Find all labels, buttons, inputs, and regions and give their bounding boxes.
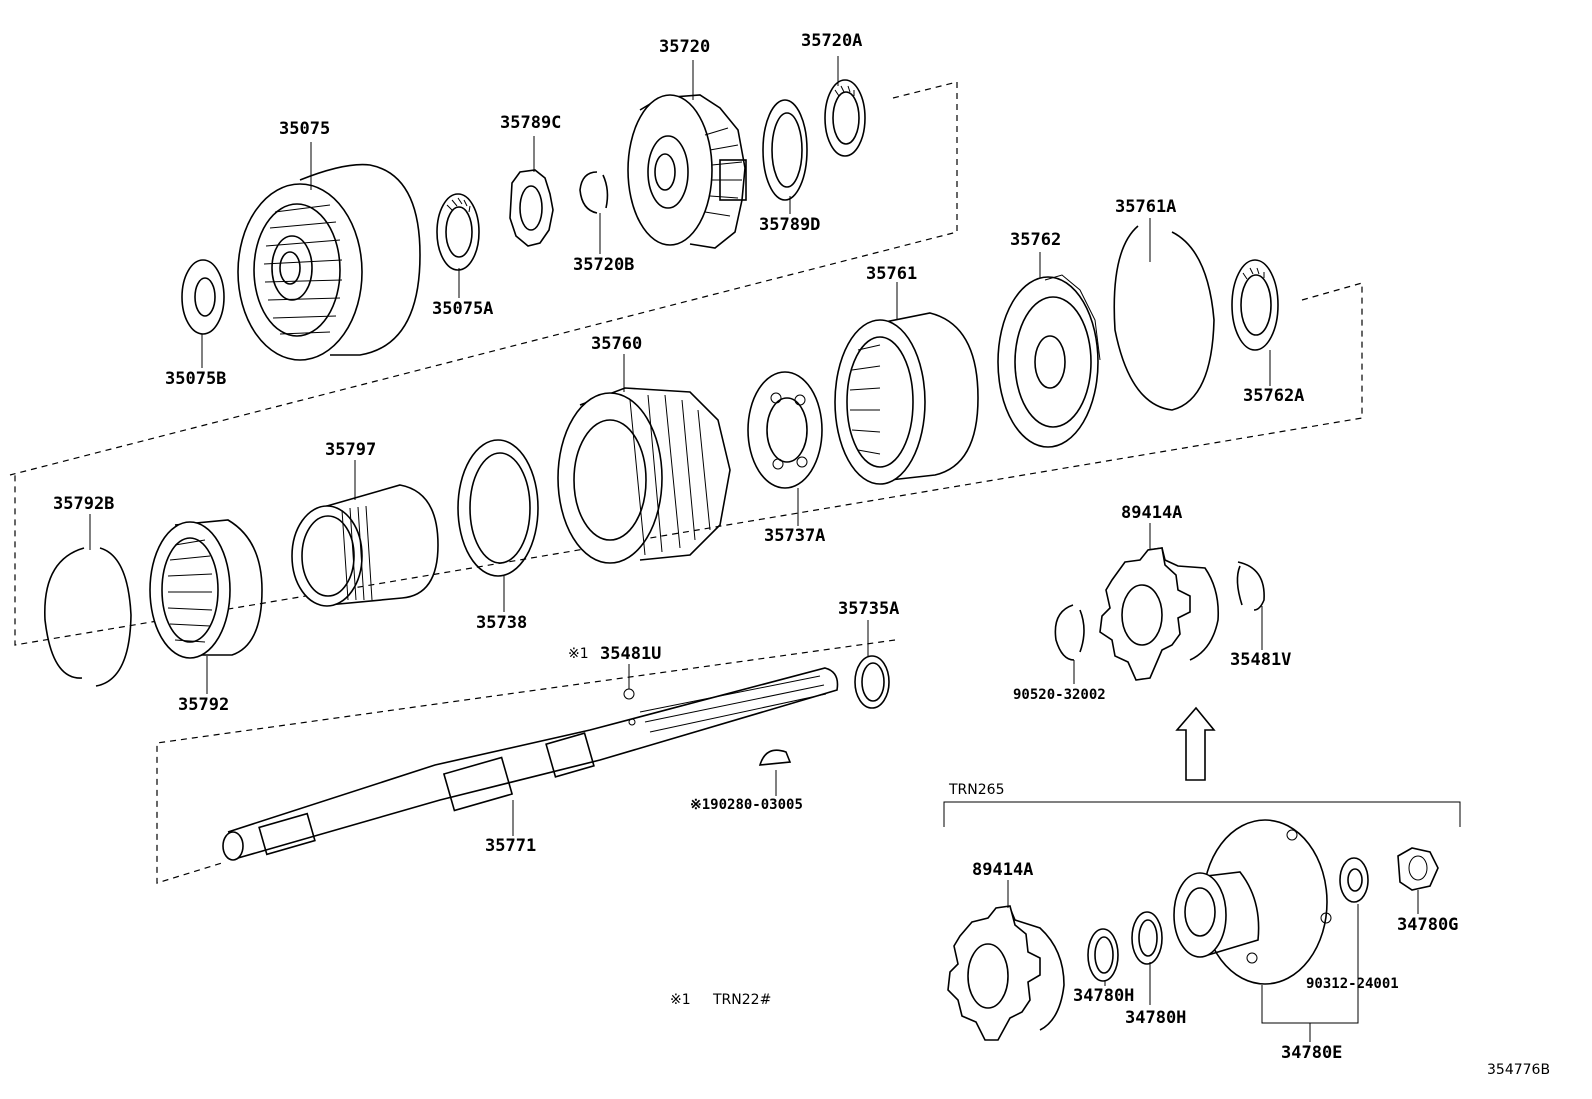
label-35075A[interactable]: 35075A <box>432 299 494 319</box>
label-90280-03005[interactable]: ※190280-03005 <box>690 797 803 813</box>
group-outline-middle <box>14 282 1363 646</box>
group-outline-lower <box>156 639 896 884</box>
label-35737A[interactable]: 35737A <box>764 526 826 546</box>
retaining-ring-icon <box>579 171 609 214</box>
label-trn265: TRN265 <box>949 782 1005 798</box>
sensor-rotor-icon <box>1099 547 1220 681</box>
flange-icon <box>1173 819 1332 985</box>
retainer-plate-icon <box>509 169 554 247</box>
label-89414A-top[interactable]: 89414A <box>1121 503 1183 523</box>
planetary-gear-icon <box>627 94 747 249</box>
ring-hub-icon <box>997 274 1101 448</box>
clutch-drum-icon <box>237 163 421 361</box>
group-outline-upper <box>9 81 958 476</box>
sleeve-icon <box>291 484 439 607</box>
label-35797[interactable]: 35797 <box>325 440 377 460</box>
label-90520-32002[interactable]: 90520-32002 <box>1013 687 1106 703</box>
planetary-gear-icon <box>557 387 731 564</box>
shim-icon <box>1087 928 1119 982</box>
retaining-ring-icon <box>1054 604 1085 661</box>
label-35720B[interactable]: 35720B <box>573 255 635 275</box>
roller-bearing-icon <box>149 519 263 659</box>
sensor-rotor-icon <box>947 905 1065 1041</box>
retaining-ring-icon <box>854 655 890 709</box>
thrust-bearing-icon <box>1231 259 1279 351</box>
washer-icon <box>1339 857 1369 903</box>
footnote-mark: ※1 <box>670 992 691 1008</box>
label-35760[interactable]: 35760 <box>591 334 643 354</box>
label-35789D[interactable]: 35789D <box>759 215 821 235</box>
label-34780H-1[interactable]: 34780H <box>1073 986 1135 1006</box>
label-34780E[interactable]: 34780E <box>1281 1043 1343 1063</box>
ball-icon <box>623 688 635 700</box>
footnote-text: TRN22# <box>713 992 772 1008</box>
label-35075B[interactable]: 35075B <box>165 369 227 389</box>
ring-gear-drum-icon <box>834 312 979 485</box>
shim-icon <box>1131 911 1163 965</box>
label-35792[interactable]: 35792 <box>178 695 230 715</box>
nut-icon <box>1397 847 1439 891</box>
label-35761A[interactable]: 35761A <box>1115 197 1177 217</box>
carrier-plate-icon <box>747 371 823 489</box>
label-35481U-mark: ※1 <box>568 646 589 662</box>
label-35735A[interactable]: 35735A <box>838 599 900 619</box>
thrust-bearing-icon <box>824 79 866 157</box>
label-35762[interactable]: 35762 <box>1010 230 1062 250</box>
label-35792B[interactable]: 35792B <box>53 494 115 514</box>
label-35761[interactable]: 35761 <box>866 264 918 284</box>
label-35738[interactable]: 35738 <box>476 613 528 633</box>
retaining-ring-icon <box>1236 561 1265 611</box>
thrust-bearing-icon <box>436 193 480 271</box>
shaft-icon <box>222 667 839 861</box>
label-35720A[interactable]: 35720A <box>801 31 863 51</box>
trn265-bracket <box>943 801 1461 827</box>
thrust-washer-icon <box>762 99 808 201</box>
label-35720[interactable]: 35720 <box>659 37 711 57</box>
label-35762A[interactable]: 35762A <box>1243 386 1305 406</box>
label-35481U[interactable]: 35481U <box>600 644 662 664</box>
leader-lines <box>89 56 1419 1042</box>
retaining-ring-icon <box>1113 225 1215 411</box>
label-90312-24001[interactable]: 90312-24001 <box>1306 976 1399 992</box>
diagram-id: 354776B <box>1487 1062 1551 1078</box>
label-35075[interactable]: 35075 <box>279 119 331 139</box>
label-35481V[interactable]: 35481V <box>1230 650 1292 670</box>
arrow-up-icon <box>1175 706 1216 781</box>
label-89414A-bottom[interactable]: 89414A <box>972 860 1034 880</box>
label-34780H-2[interactable]: 34780H <box>1125 1008 1187 1028</box>
woodruff-key-icon <box>758 749 792 766</box>
thrust-washer-icon <box>457 439 539 577</box>
label-34780G[interactable]: 34780G <box>1397 915 1459 935</box>
retaining-ring-icon <box>44 547 132 687</box>
thrust-washer-icon <box>181 259 225 335</box>
label-35789C[interactable]: 35789C <box>500 113 562 133</box>
label-35771[interactable]: 35771 <box>485 836 537 856</box>
